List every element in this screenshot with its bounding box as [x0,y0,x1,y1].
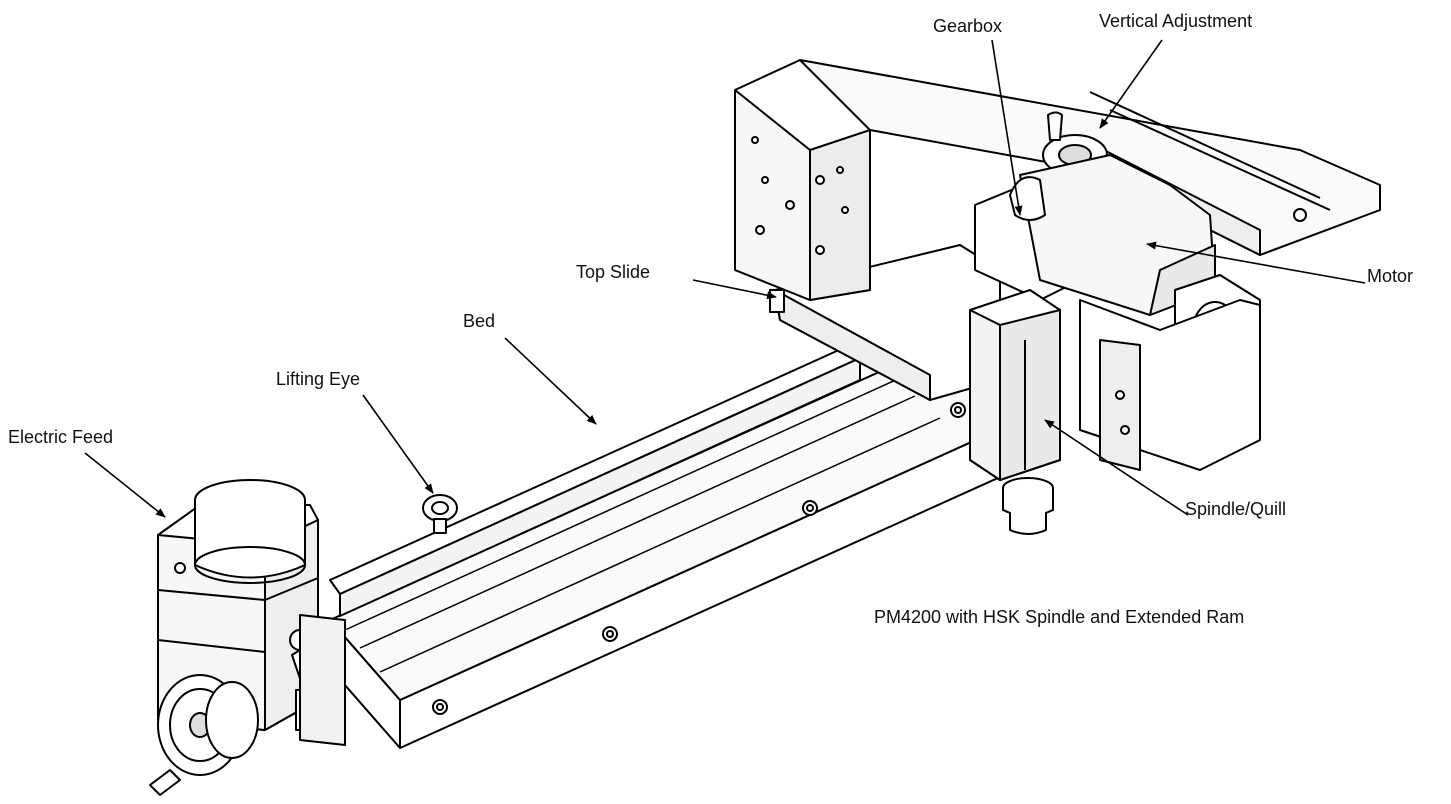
diagram-caption: PM4200 with HSK Spindle and Extended Ram [874,607,1245,627]
label-spindle-quill: Spindle/Quill [1185,499,1287,519]
label-bed: Bed [463,311,496,331]
lifting-eye-ring [422,494,458,534]
label-electric-feed: Electric Feed [8,427,114,447]
electric-feed-unit [149,479,323,796]
label-vertical-adjustment: Vertical Adjustment [1099,11,1253,31]
label-top-slide: Top Slide [576,262,651,282]
label-motor: Motor [1367,266,1414,286]
bed-body [329,339,1021,749]
label-gearbox: Gearbox [933,16,1003,36]
bed-end-plate [299,614,346,746]
spindle-quill-block [969,289,1061,535]
label-lifting-eye: Lifting Eye [276,369,361,389]
bed-bolt-holes [432,402,966,715]
ram-housing [1079,299,1261,471]
leader-lines [84,39,1366,518]
